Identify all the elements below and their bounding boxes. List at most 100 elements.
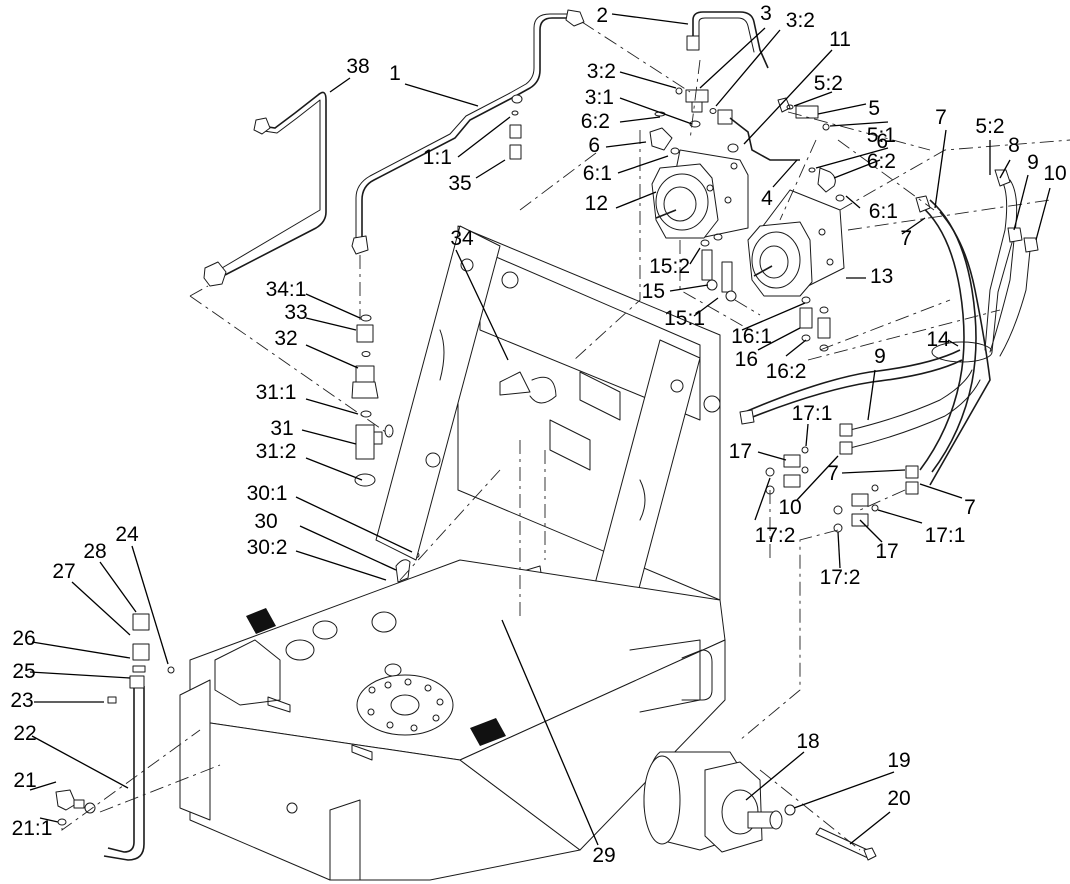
callout-17-hydraulic-fitting: 17 — [729, 440, 787, 463]
callout-34-1-o-ring: 34:1 — [266, 278, 361, 319]
callout-label: 15:1 — [664, 307, 705, 330]
callout-label: 9 — [1027, 151, 1039, 174]
leader-line — [295, 550, 387, 581]
leader-line — [605, 141, 647, 148]
callout-10-hydraulic-hose: 10 — [778, 455, 839, 519]
callout-5-2-o-ring: 5:2 — [793, 72, 843, 107]
leader-line — [299, 525, 397, 571]
leader-line — [404, 83, 479, 107]
leader-line — [741, 302, 806, 331]
leader-line — [619, 97, 693, 125]
tube-2 — [686, 11, 769, 69]
callout-30-2-o-ring: 30:2 — [247, 536, 387, 581]
callout-label: 5:2 — [975, 115, 1004, 138]
leader-line — [29, 671, 131, 679]
leader-line — [745, 751, 805, 801]
callout-label: 35 — [448, 172, 471, 195]
callout-label: 6:2 — [867, 150, 896, 173]
callout-1-1-o-ring: 1:1 — [423, 116, 511, 169]
leader-line — [859, 519, 883, 543]
leader-line — [305, 457, 363, 481]
callout-label: 12 — [585, 192, 608, 215]
callout-38-hydraulic-tube: 38 — [329, 55, 370, 93]
leader-line — [772, 159, 798, 188]
callout-1-hydraulic-tube: 1 — [389, 62, 479, 107]
pump-12 — [651, 149, 749, 239]
callout-label: 20 — [887, 787, 910, 810]
leader-line — [793, 771, 895, 809]
leader-line — [611, 13, 689, 25]
callout-35-hydraulic-fitting: 35 — [448, 159, 506, 195]
leader-line — [329, 77, 351, 93]
leader-line — [837, 531, 841, 569]
callout-label: 3:2 — [786, 9, 815, 32]
callout-7-hydraulic-hose: 7 — [827, 462, 906, 485]
callout-label: 14 — [926, 328, 950, 351]
callout-label: 15:2 — [649, 255, 690, 278]
frame — [375, 225, 721, 661]
leader-line — [305, 293, 361, 319]
leader-line — [131, 545, 169, 665]
callout-25-clamp: 25 — [12, 660, 131, 683]
callout-label: 6:1 — [869, 200, 898, 223]
callout-label: 7 — [900, 227, 912, 250]
leader-line — [793, 91, 833, 107]
callout-15-hydraulic-fitting: 15 — [642, 280, 709, 303]
callout-label: 7 — [964, 496, 976, 519]
callout-3-tee-fitting: 3 — [699, 2, 772, 89]
leader-line — [947, 339, 959, 347]
callout-label: 6 — [588, 134, 600, 157]
callout-16-1-o-ring: 16:1 — [731, 302, 806, 348]
callout-label: 30 — [254, 510, 277, 533]
leader-line — [877, 509, 923, 524]
reservoir-parts — [55, 613, 175, 861]
leader-line — [699, 27, 766, 89]
callout-label: 31 — [270, 417, 293, 440]
leader-line — [817, 103, 867, 115]
callout-29-bracket: 29 — [501, 619, 616, 867]
callout-label: 17:2 — [755, 524, 796, 547]
callout-label: 24 — [115, 523, 139, 546]
leader-line — [785, 339, 807, 357]
leader-line — [457, 116, 511, 158]
callout-label: 16:1 — [731, 325, 772, 348]
leader-line — [615, 191, 657, 209]
callout-label: 21 — [13, 769, 36, 792]
leader-line — [754, 477, 771, 521]
callout-label: 16:2 — [766, 360, 807, 383]
callout-33-bolt: 33 — [284, 301, 357, 331]
callout-label: 34:1 — [266, 278, 307, 301]
callout-18-hydraulic-motor: 18 — [745, 730, 820, 801]
leader-line — [31, 735, 129, 789]
leader-line — [901, 217, 926, 235]
leader-line — [29, 781, 57, 791]
callout-9-hydraulic-hose: 9 — [1013, 151, 1039, 231]
leader-line — [619, 116, 661, 123]
callout-31-2-o-ring: 31:2 — [256, 440, 363, 481]
callout-label: 17:2 — [820, 566, 861, 589]
leader-line — [919, 483, 963, 499]
callout-label: 18 — [796, 730, 819, 753]
callout-label: 1:1 — [423, 146, 452, 169]
leader-line — [999, 159, 1011, 179]
callout-label: 31:2 — [256, 440, 297, 463]
callout-30-elbow-fitting: 30 — [254, 510, 397, 571]
line-art — [55, 9, 1039, 881]
leader-line — [71, 581, 131, 636]
callout-label: 8 — [1008, 134, 1020, 157]
callout-16-hydraulic-fitting: 16 — [735, 327, 801, 371]
leader-line — [934, 129, 947, 209]
leader-line — [31, 641, 131, 659]
leader-line — [669, 284, 709, 292]
callout-6-2-o-ring: 6:2 — [815, 147, 896, 173]
callout-label: 21:1 — [12, 817, 53, 840]
leader-line — [815, 147, 889, 169]
fittings-left — [351, 314, 420, 583]
leader-line — [757, 451, 787, 461]
callout-label: 34 — [450, 227, 474, 250]
leader-line — [833, 159, 881, 179]
callout-9-hydraulic-hose: 9 — [867, 345, 886, 421]
callout-3-1-o-ring: 3:1 — [585, 86, 693, 125]
